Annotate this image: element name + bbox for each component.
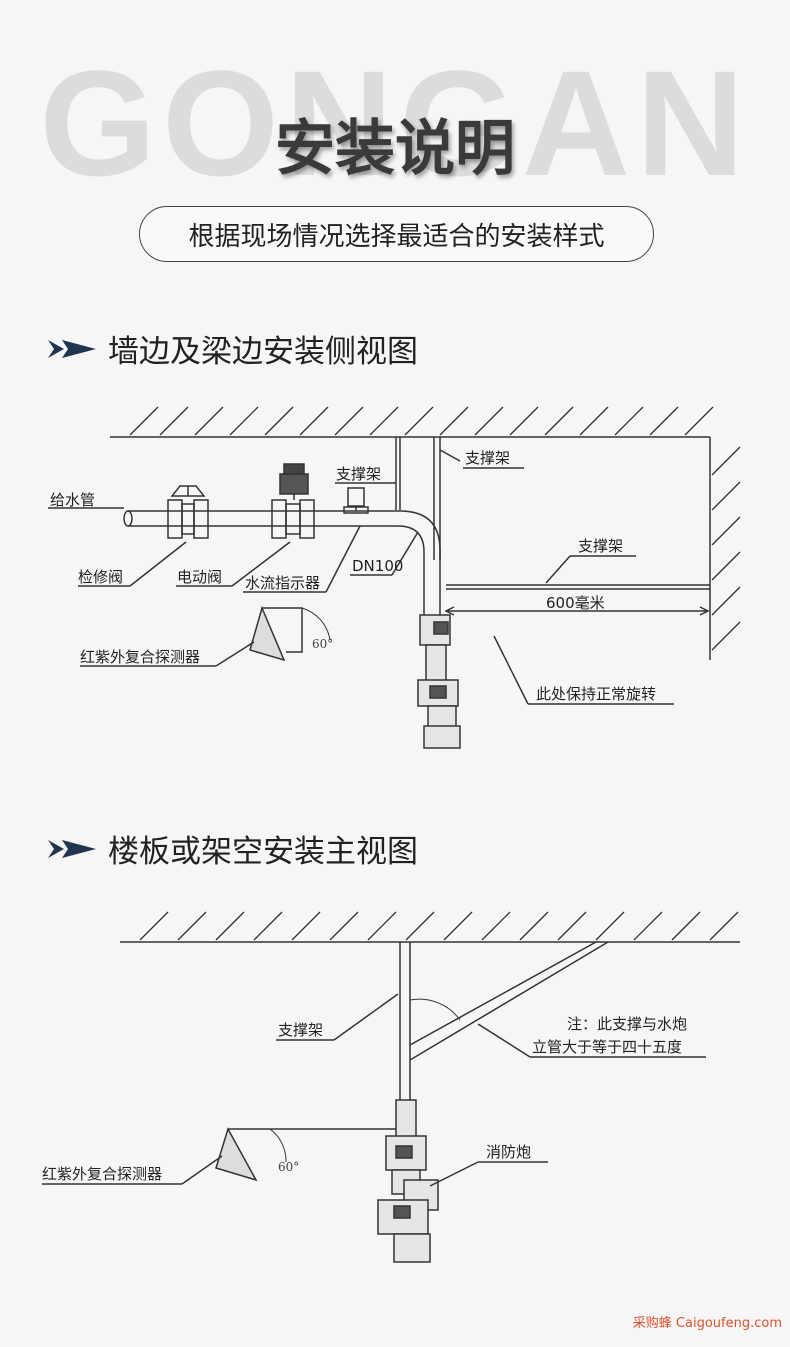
section1-heading: 墙边及梁边安装侧视图 — [46, 326, 418, 371]
section1-title: 墙边及梁边安装侧视图 — [108, 334, 418, 370]
label-flow-indicator: 水流指示器 — [245, 574, 320, 592]
background-watermark: GONGAN — [39, 39, 751, 207]
label-water-pipe: 给水管 — [50, 491, 95, 509]
label-support-3: 支撑架 — [578, 537, 623, 555]
label-rotate-note: 此处保持正常旋转 — [536, 685, 656, 703]
section2-heading: 楼板或架空安装主视图 — [46, 826, 418, 871]
section2-title: 楼板或架空安装主视图 — [108, 834, 418, 870]
label-dn100: DN100 — [352, 557, 403, 575]
label-note-line1: 注：此支撑与水炮 — [567, 1015, 687, 1033]
footer-watermark: 采购蜂 Caigoufeng.com — [632, 1316, 782, 1331]
label-angle: 60° — [278, 1160, 299, 1174]
subtitle-pill: 根据现场情况选择最适合的安装样式 — [139, 206, 654, 262]
double-arrow-icon — [48, 339, 96, 358]
label-distance: 600毫米 — [546, 594, 605, 612]
label-detector: 红紫外复合探测器 — [80, 648, 200, 666]
label-inspection-valve: 检修阀 — [78, 568, 123, 586]
page-title: 安装说明 — [275, 114, 515, 184]
label-electric-valve: 电动阀 — [177, 568, 222, 586]
label-support-2: 支撑架 — [465, 449, 510, 467]
label-cannon: 消防炮 — [486, 1143, 531, 1161]
label-support: 支撑架 — [278, 1021, 323, 1039]
wall-side-view-diagram: 给水管 检修阀 电动阀 水流指示器 支撑架 支撑架 支撑架 DN100 600毫… — [48, 406, 741, 749]
floor-front-view-diagram: 支撑架 注：此支撑与水炮 立管大于等于四十五度 消防炮 红紫外复合探测器 60° — [42, 911, 740, 1263]
label-angle: 60° — [312, 637, 333, 651]
label-detector: 红紫外复合探测器 — [42, 1165, 162, 1183]
double-arrow-icon — [48, 839, 96, 858]
label-support-1: 支撑架 — [336, 465, 381, 483]
label-note-line2: 立管大于等于四十五度 — [532, 1038, 682, 1056]
